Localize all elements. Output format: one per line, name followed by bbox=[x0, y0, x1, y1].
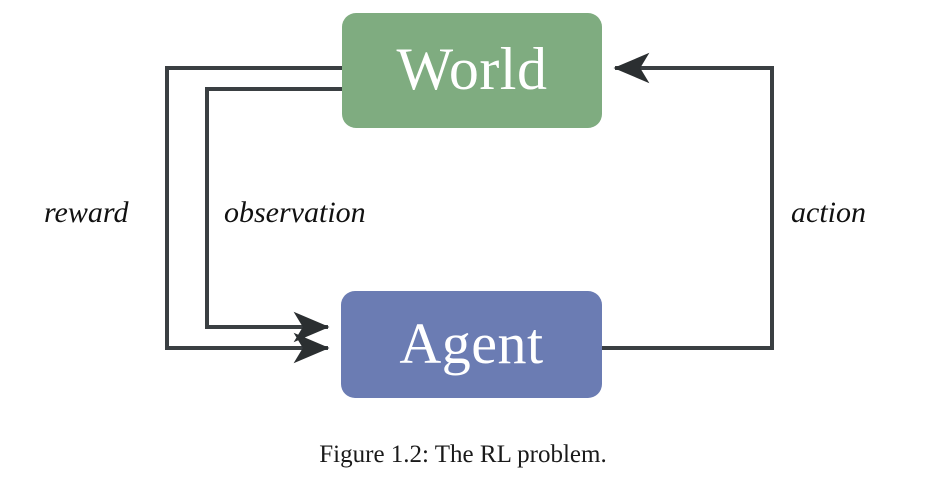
edge-label-observation: observation bbox=[224, 196, 366, 229]
node-agent: Agent bbox=[341, 291, 602, 398]
edge-reward bbox=[165, 66, 342, 364]
node-world-label: World bbox=[396, 35, 548, 102]
node-agent-label: Agent bbox=[399, 310, 544, 376]
figure-caption: Figure 1.2: The RL problem. bbox=[319, 441, 607, 468]
node-world: World bbox=[342, 13, 602, 128]
edge-label-action: action bbox=[791, 196, 866, 229]
edge-label-reward: reward bbox=[44, 196, 129, 229]
edge-action bbox=[602, 52, 774, 350]
edge-observation bbox=[205, 87, 342, 343]
